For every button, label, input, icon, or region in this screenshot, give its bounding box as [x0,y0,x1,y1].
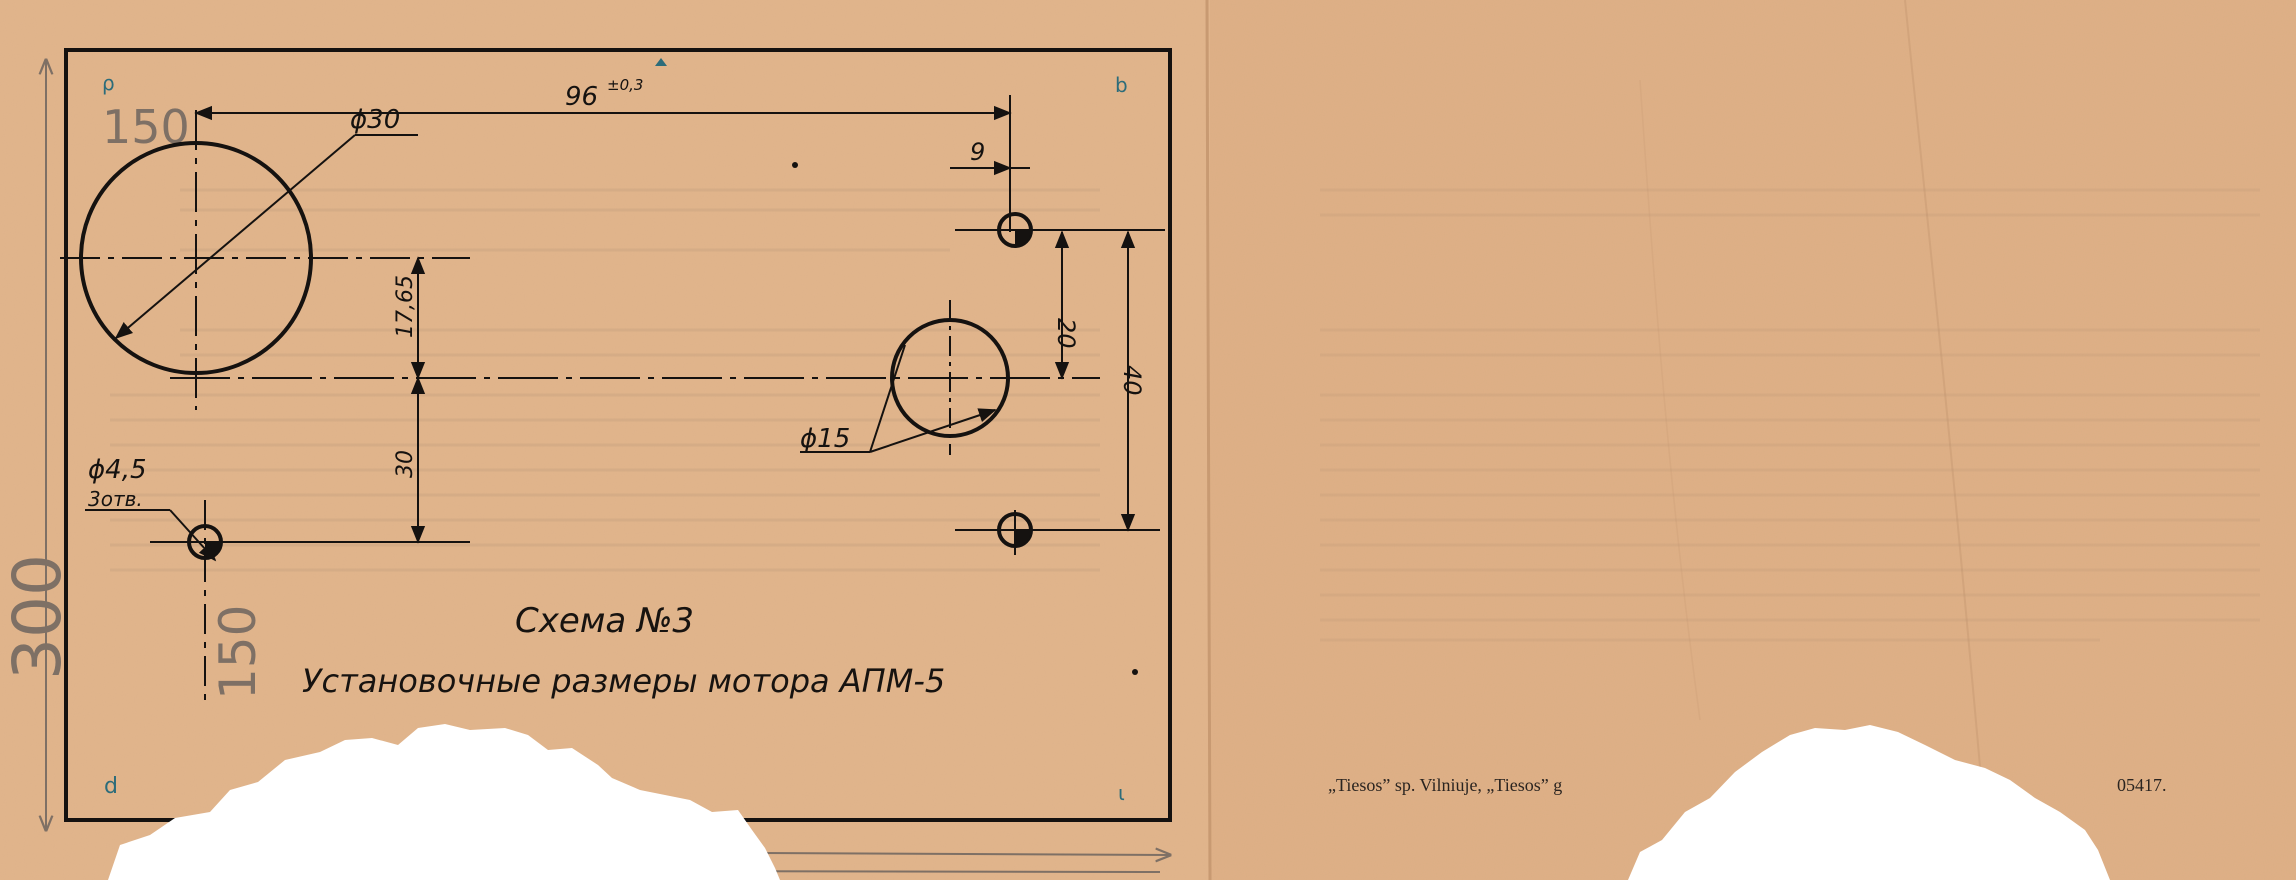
pencil-label-150-side: 150 [209,605,267,700]
dim-17-65-label: 17,65 [393,275,418,338]
holes-count-label: 3отв. [88,487,143,511]
corner-mark-top-right: b [1115,73,1128,97]
pencil-label-300: 300 [0,554,76,680]
printer-imprint: „Tiesos” sp. Vilniuje, „Tiesos” g [1328,775,1562,795]
printer-order-number: 05417. [2117,775,2167,795]
medium-hole-diameter-label: ϕ15 [800,424,850,454]
big-hole-diameter-label: ϕ30 [350,105,400,135]
dim-96-tolerance: ±0,3 [607,76,643,94]
corner-mark-bottom-left: d [104,774,118,799]
dim-96-label: 96 [565,82,598,112]
corner-mark-top-left: ρ [102,71,115,95]
torn-edge-left [108,724,780,880]
medium-hole [170,300,1100,455]
fold-crease [1205,0,1212,880]
dim-20-right-label: 20 [1052,318,1080,349]
scheme-title: Схема №3 [515,601,694,641]
scheme-subtitle: Установочные размеры мотора АПМ-5 [302,662,945,700]
small-hole-diameter-label: ϕ4,5 [88,455,147,485]
ink-speck [1132,669,1138,675]
big-hole [60,110,470,410]
paper-crease [1904,0,1991,880]
ink-speck [792,162,798,168]
corner-mark-bottom-right: ι [1118,781,1125,805]
show-through-text-right [1320,188,2260,642]
ink-speck [655,58,667,66]
dim-40-label: 40 [1118,365,1146,396]
show-through-text [110,188,1100,572]
small-hole-top [955,212,1165,248]
torn-edge-right [1628,725,2110,880]
dim-9-label: 9 [970,138,985,166]
dim-30-label: 30 [393,450,418,478]
paper-crease-2 [1639,79,1701,721]
